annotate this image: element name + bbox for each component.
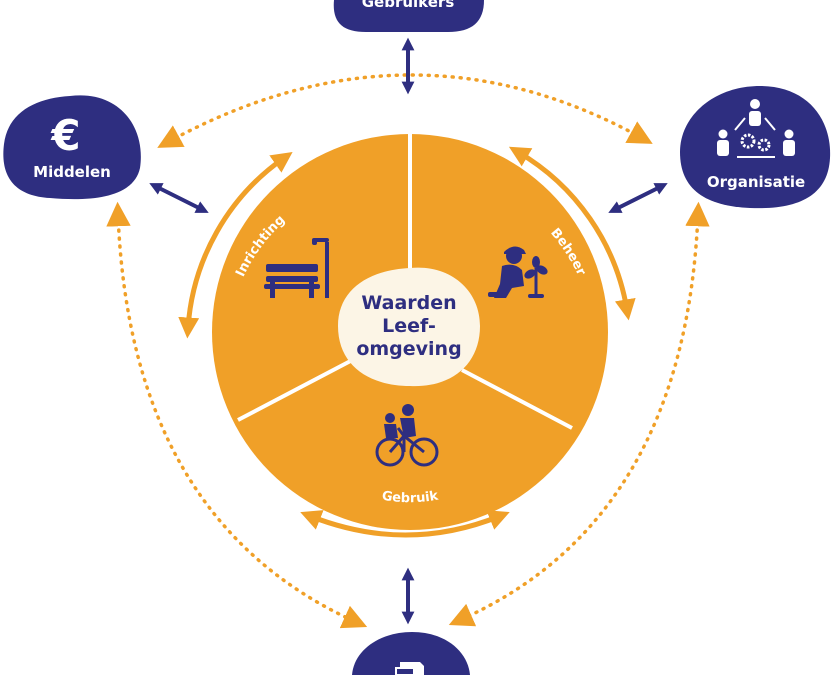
dotted-connectors xyxy=(106,73,710,629)
cycle-arcs xyxy=(178,146,636,538)
node-label-organisatie: Organisatie xyxy=(707,173,805,191)
documents-icon xyxy=(395,662,424,675)
arrow-right xyxy=(608,183,668,213)
center-line-2: Leef- xyxy=(382,315,436,337)
arc-gebruik xyxy=(300,510,510,538)
node-label-gebruikers: Gebruikers xyxy=(362,0,455,11)
node-bottom[interactable] xyxy=(352,632,470,675)
arc-inrichting xyxy=(178,151,293,339)
cyclist-icon xyxy=(375,404,439,467)
node-gebruikers[interactable]: Gebruikers xyxy=(333,0,484,32)
organisation-icon xyxy=(717,99,795,158)
node-blob-bottom xyxy=(352,632,470,675)
node-label-middelen: Middelen xyxy=(33,163,111,181)
node-blob-top xyxy=(333,0,484,32)
node-blob-right xyxy=(680,86,831,209)
center-blob xyxy=(338,267,480,387)
center-line-1: Waarden xyxy=(361,292,456,314)
divider-right xyxy=(461,368,573,430)
node-blob-left xyxy=(3,95,141,200)
main-circle: Inrichting Beheer Gebruik xyxy=(212,134,608,530)
dotted-arc-middelen-bottom xyxy=(106,201,368,629)
dotted-arc-organisatie-bottom xyxy=(448,201,710,627)
center-line-3: omgeving xyxy=(356,338,461,360)
node-middelen[interactable]: € Middelen xyxy=(3,95,141,200)
divider-left xyxy=(237,354,361,422)
dotted-arc-middelen-organisatie xyxy=(157,73,653,148)
arc-beheer xyxy=(508,146,636,321)
arrow-left xyxy=(149,183,209,213)
gardener-icon xyxy=(488,246,548,298)
bench-streetlight-icon xyxy=(264,238,329,298)
segment-label-gebruik: Gebruik xyxy=(381,489,440,507)
euro-icon: € xyxy=(50,111,80,160)
node-organisatie[interactable]: Organisatie xyxy=(680,86,831,209)
